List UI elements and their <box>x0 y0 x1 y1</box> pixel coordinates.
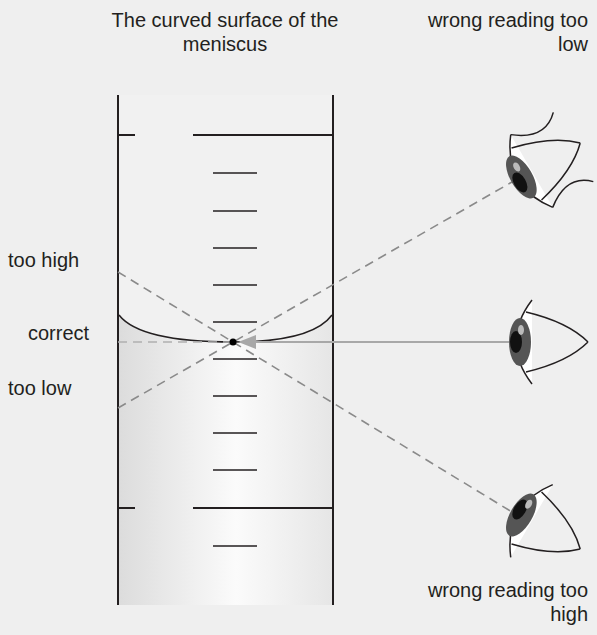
eye-upper <box>491 107 597 219</box>
heading-label: The curved surface of the meniscus <box>100 8 350 56</box>
sight-line-correct <box>118 341 233 343</box>
sight-line-low <box>118 182 512 408</box>
tube-interior <box>119 95 332 605</box>
major-graduations <box>118 135 333 508</box>
minor-graduations <box>213 173 257 546</box>
sight-line-high <box>118 272 512 512</box>
view-label: wrong reading too low <box>418 8 588 56</box>
reading-label: too high <box>8 248 108 272</box>
liquid <box>119 315 332 605</box>
correct-sight-arrow <box>240 341 515 343</box>
eye-lower <box>491 473 597 585</box>
reading-label: correct <box>28 321 108 345</box>
eye-middle <box>509 300 588 384</box>
reading-point <box>230 339 237 346</box>
tube-wall <box>117 95 119 605</box>
reading-label: too low <box>8 376 108 400</box>
view-label: wrong reading too high <box>412 578 588 626</box>
tube-wall <box>332 95 334 605</box>
